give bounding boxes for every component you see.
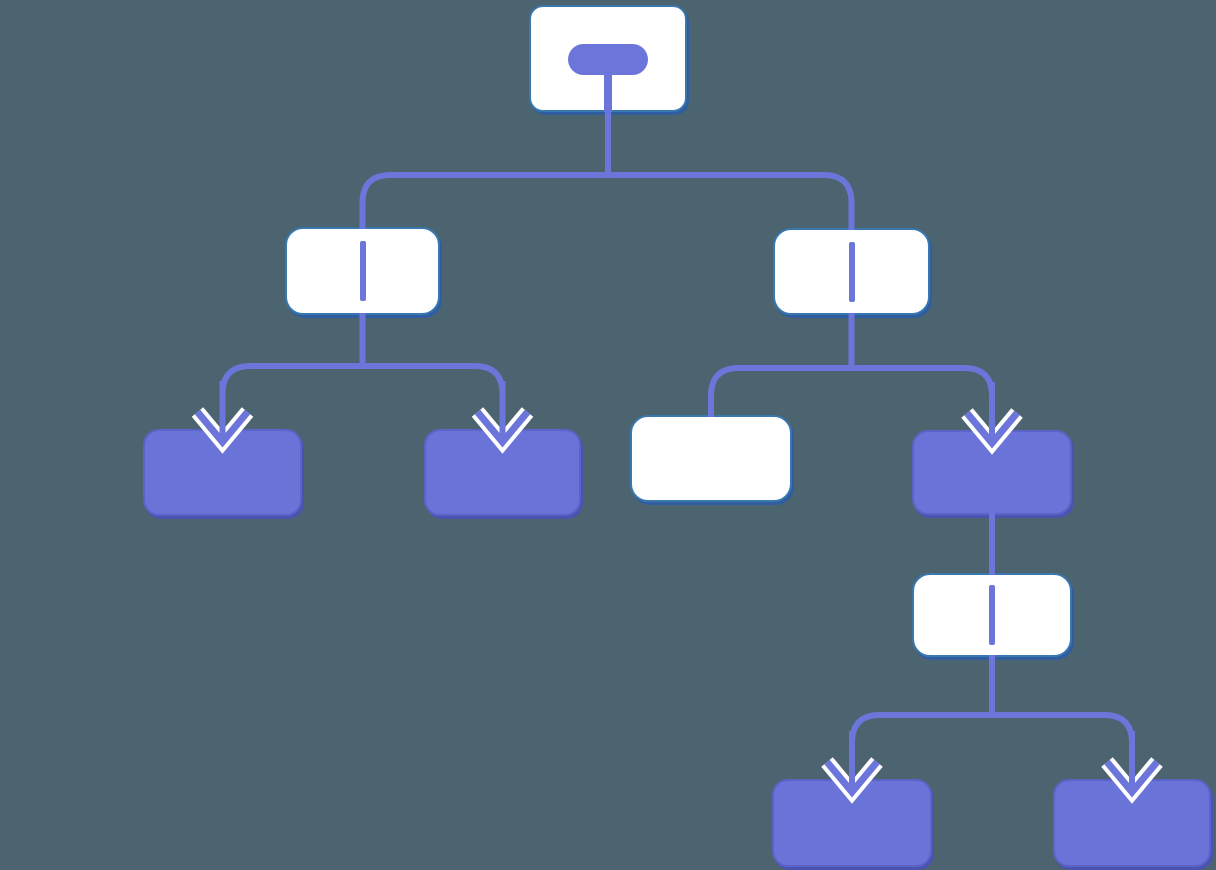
branch-node-bottom[interactable] bbox=[912, 573, 1072, 657]
leaf-node-1[interactable] bbox=[143, 429, 302, 516]
vertical-line-icon bbox=[359, 241, 366, 301]
root-node[interactable] bbox=[529, 5, 687, 112]
branch-node-left[interactable] bbox=[285, 227, 440, 315]
leaf-node-4[interactable] bbox=[1053, 779, 1211, 867]
mid-node[interactable] bbox=[912, 430, 1072, 515]
root-pill-icon bbox=[568, 44, 648, 75]
leaf-node-3[interactable] bbox=[772, 779, 932, 867]
branch-node-right[interactable] bbox=[773, 228, 930, 315]
empty-node[interactable] bbox=[630, 415, 792, 502]
vertical-line-icon bbox=[989, 585, 995, 645]
vertical-line-icon bbox=[848, 241, 855, 302]
leaf-node-2[interactable] bbox=[424, 429, 581, 516]
root-pill-stem bbox=[604, 73, 612, 112]
